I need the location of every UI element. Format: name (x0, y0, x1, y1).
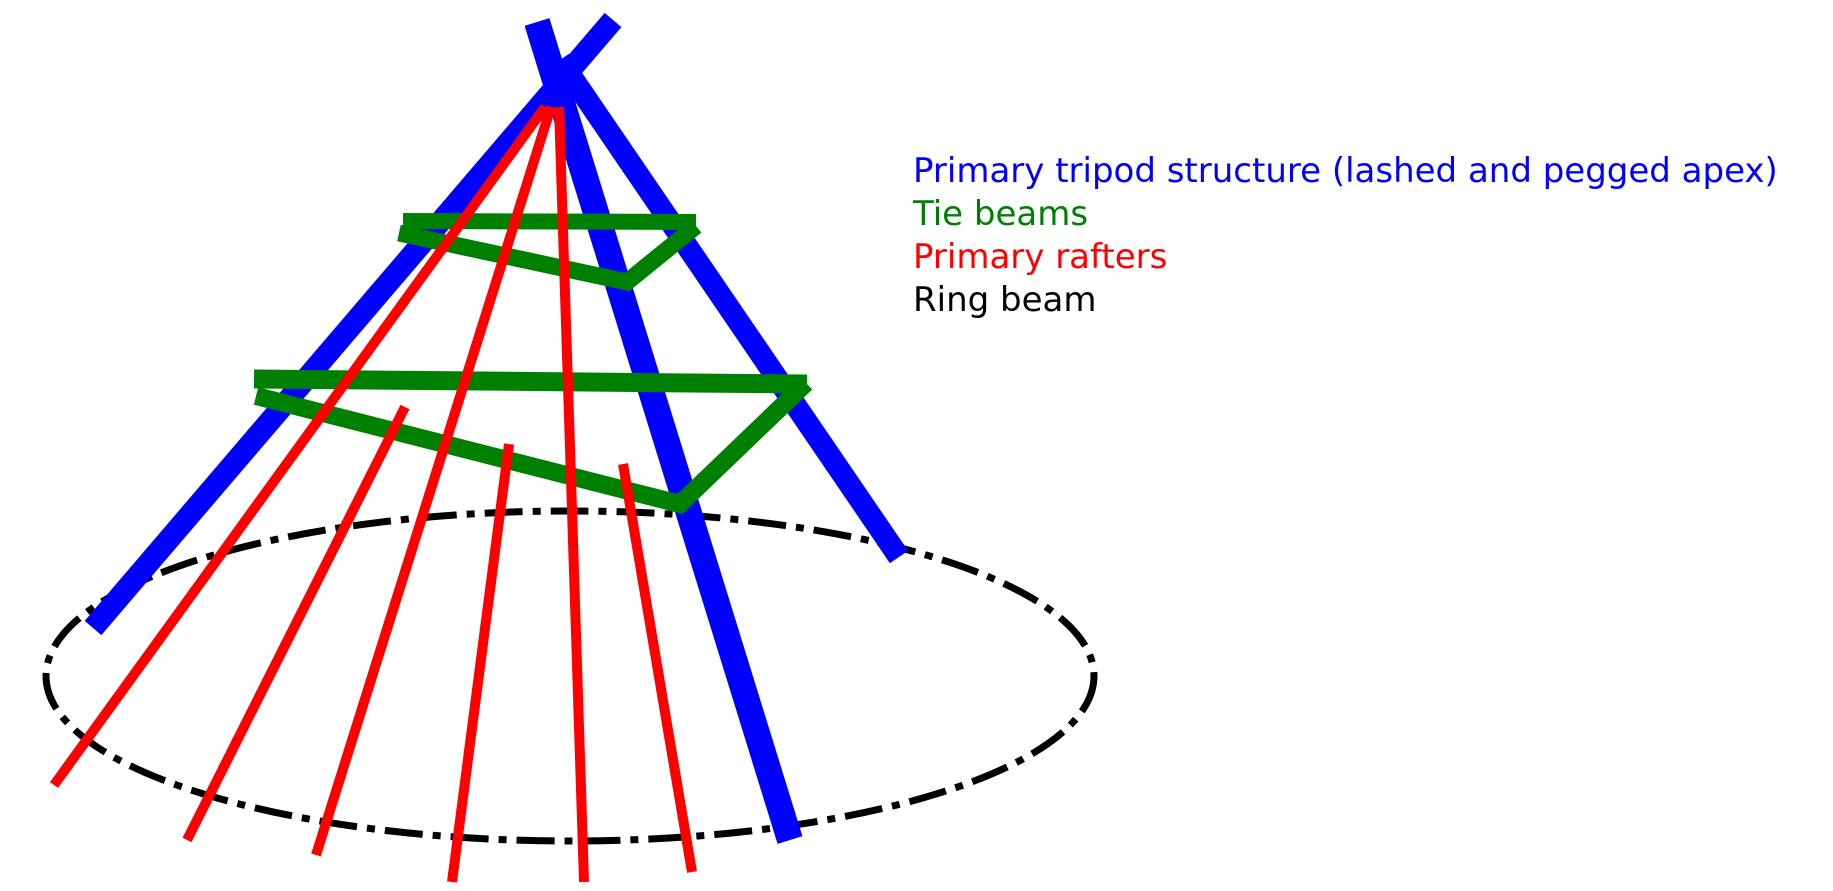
rafter-4 (447, 443, 514, 883)
tie-beam-lower-front (253, 376, 813, 514)
tripod-pole-left (84, 12, 622, 636)
primary-rafters (49, 104, 697, 883)
tripod-poles (84, 12, 909, 844)
legend-item-tie-beams: Tie beams (913, 194, 1089, 234)
tripod-pole-right (550, 53, 909, 564)
legend: Primary tripod structure (lashed and peg… (913, 150, 1778, 322)
tie-beam-upper-front (397, 219, 702, 292)
tie-beam-upper-back (402, 213, 697, 230)
legend-item-tripod: Primary tripod structure (lashed and peg… (913, 151, 1778, 191)
rafter-1 (49, 104, 550, 788)
rafter-6 (618, 463, 697, 873)
rafter-5 (554, 106, 589, 883)
tie-beams (253, 213, 813, 514)
tie-beam-lower-back (253, 369, 808, 394)
rafter-2 (182, 404, 410, 843)
legend-item-primary-rafters: Primary rafters (913, 237, 1168, 277)
legend-item-ring-beam: Ring beam (913, 280, 1097, 320)
tripod-pole-front (524, 18, 803, 844)
rafter-3 (311, 105, 556, 857)
